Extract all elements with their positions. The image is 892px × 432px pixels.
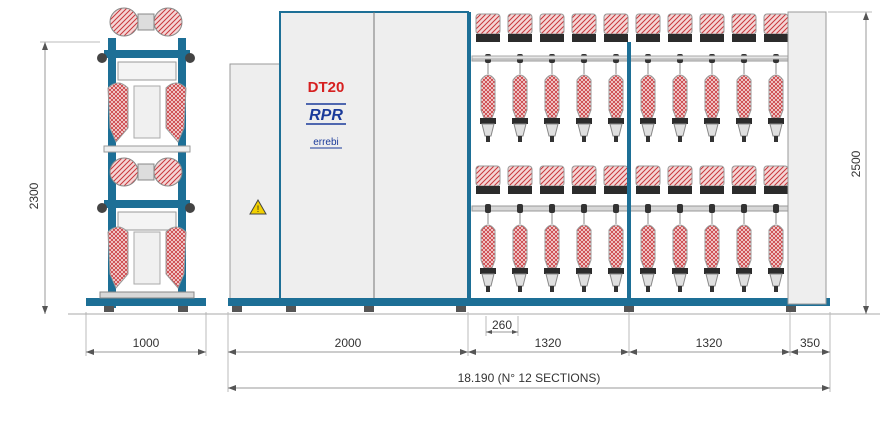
front-height-dimension: 2500 (828, 11, 872, 314)
base-rail (228, 298, 830, 306)
head-width-label: 2000 (335, 336, 362, 350)
spindle-position (667, 165, 693, 292)
section-a-label: 1320 (535, 336, 562, 350)
spindle-position (507, 165, 533, 292)
brand-logo: RPR (309, 107, 343, 124)
side-view: 2300 (27, 7, 207, 356)
front-height-label: 2500 (849, 150, 863, 177)
front-feet (232, 306, 796, 312)
svg-text:!: ! (257, 204, 260, 214)
spindle-position (603, 13, 629, 142)
pitch-label: 260 (492, 318, 512, 332)
spindle-position (763, 13, 789, 142)
maker-label: errebi (313, 137, 339, 148)
section-dimensions: 2000 1320 1320 350 (227, 312, 831, 392)
end-width-label: 350 (800, 336, 820, 350)
side-width-dimension: 1000 (85, 312, 207, 356)
spindle-position (571, 165, 597, 292)
spindle-position (507, 13, 533, 142)
spindle-position (763, 165, 789, 292)
side-cabinet (229, 63, 283, 305)
side-height-label: 2300 (27, 182, 41, 209)
section-b-label: 1320 (696, 336, 723, 350)
spindle-position (699, 13, 725, 142)
spindle-position (731, 13, 757, 142)
side-height-dimension: 2300 (27, 41, 100, 314)
spindle-position (475, 13, 501, 142)
spindle-position (539, 165, 565, 292)
spindle-position (667, 13, 693, 142)
total-length-label: 18.190 (N° 12 SECTIONS) (458, 371, 601, 385)
spindle-position (475, 165, 501, 292)
side-width-label: 1000 (133, 336, 160, 350)
electrical-hazard-icon: ! (249, 198, 267, 215)
section-post-middle (627, 42, 631, 304)
side-top-packages (109, 7, 183, 187)
end-cabinet (787, 11, 827, 305)
spindle-position (699, 165, 725, 292)
spindle-position (539, 13, 565, 142)
model-label: DT20 (308, 79, 345, 96)
spindle-position (635, 165, 661, 292)
total-length-dimension: 18.190 (N° 12 SECTIONS) (228, 371, 830, 391)
spindle-position (635, 13, 661, 142)
section-post-left (467, 12, 471, 304)
front-view: ! DT20 RPR errebi (68, 11, 880, 392)
spindle-position (571, 13, 597, 142)
side-feet (104, 306, 188, 312)
spindle-sections (471, 13, 789, 292)
pitch-dimension: 260 (485, 316, 519, 336)
spindle-position (731, 165, 757, 292)
side-bobbins (97, 53, 195, 289)
spindle-position (603, 165, 629, 292)
